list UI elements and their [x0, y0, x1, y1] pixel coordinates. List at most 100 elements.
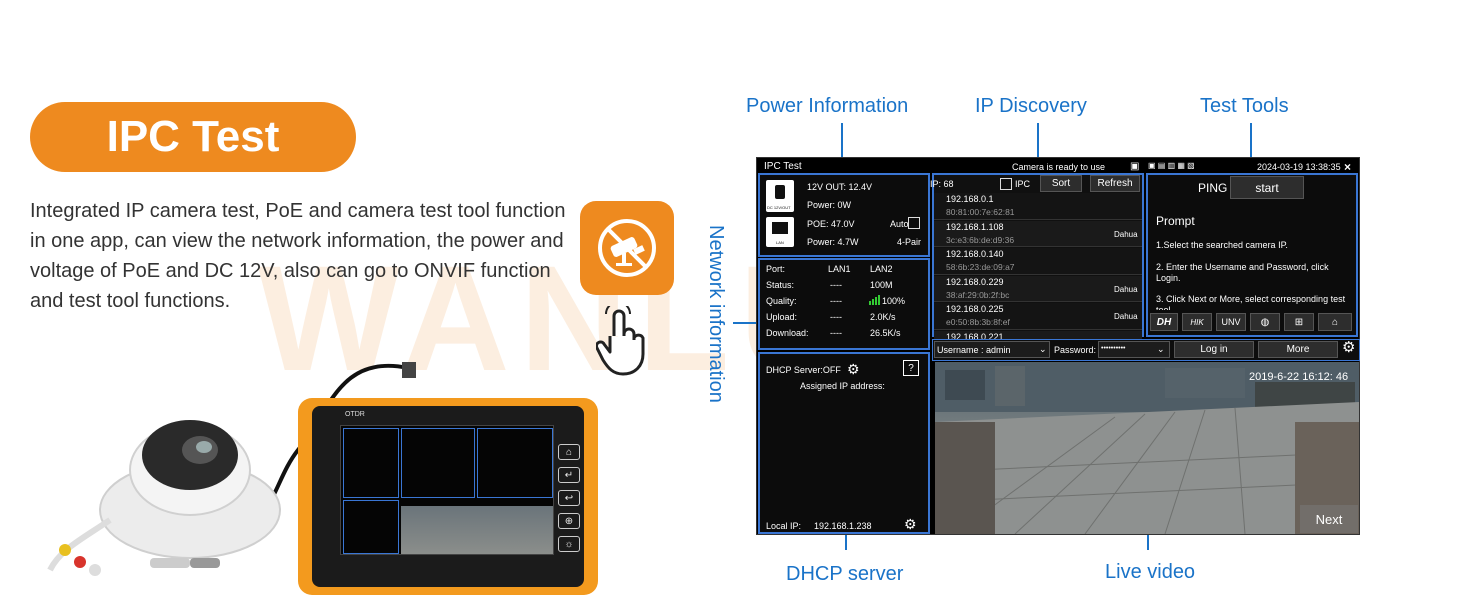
status-bar-icons: ▣ ▤ ▥ ▦ ▧ [1148, 161, 1195, 170]
onvif-tool-button[interactable]: ◍ [1250, 313, 1280, 331]
refresh-button[interactable]: Refresh [1090, 175, 1140, 192]
login-button[interactable]: Log in [1174, 341, 1254, 358]
globe-icon: ◍ [1260, 316, 1270, 328]
lan2-quality: 100% [882, 296, 906, 306]
device-screen-preview [340, 425, 554, 555]
status-bar-datetime: 2024-03-19 13:38:35 [1257, 162, 1341, 172]
lan-port-icon [766, 217, 794, 247]
dc-icon-label: DC 12V/OUT [767, 205, 791, 210]
lan2-upload: 2.0K/s [870, 312, 896, 322]
device-back-button[interactable]: ↩ [558, 490, 580, 506]
auto-checkbox[interactable] [908, 217, 920, 229]
more-button[interactable]: More [1258, 341, 1338, 358]
password-value: •••••••••• [1101, 345, 1126, 352]
network-topology-icon: ⊞ [1294, 316, 1304, 328]
download-label: Download: [766, 328, 809, 338]
mac-address: 3c:e3:6b:de:d9:36 [946, 234, 1015, 245]
lan1-upload: ---- [830, 312, 842, 322]
dc-output-icon [766, 180, 794, 212]
page-title: IPC Test [30, 102, 356, 172]
mac-address: e0:50:8b:3b:8f:ef [946, 317, 1010, 327]
login-settings-gear-icon[interactable]: ⚙ [1342, 339, 1356, 356]
ping-start-button[interactable]: start [1230, 176, 1304, 199]
mac-address: 38:af:29:0b:2f:bc [946, 289, 1010, 300]
label-live-video: Live video [1105, 561, 1196, 583]
ipc-test-app-icon[interactable] [580, 201, 674, 295]
network-tool-button[interactable]: ⊞ [1284, 313, 1314, 331]
local-ip-settings-gear-icon[interactable]: ⚙ [904, 516, 917, 532]
signal-bars-icon [869, 295, 881, 305]
video-timestamp: 2019-6-22 16:12: 46 [1249, 371, 1349, 383]
live-video-feed[interactable] [935, 362, 1359, 534]
camera-tool-button[interactable]: ⌂ [1318, 313, 1352, 331]
camera-brand: Dahua [1114, 229, 1138, 239]
prompt-step-1: 1.Select the searched camera IP. [1156, 240, 1288, 250]
connector-line [845, 532, 847, 550]
sd-card-icon: ▣ [1130, 161, 1140, 172]
ipc-filter-checkbox[interactable] [1000, 178, 1012, 190]
local-ip-value: 192.168.1.238 [814, 521, 872, 531]
username-value: Username : admin [937, 345, 1011, 355]
dahua-tool-button[interactable]: DH [1150, 313, 1178, 331]
dhcp-server-status: DHCP Server:OFF [766, 365, 841, 375]
quality-label: Quality: [766, 296, 797, 306]
close-icon[interactable]: × [1344, 160, 1352, 174]
lan1-status: ---- [830, 280, 842, 290]
lan1-download: ---- [830, 328, 842, 338]
help-button[interactable]: ? [903, 360, 919, 376]
ipc-title: IPC Test [764, 161, 802, 172]
device-home-button[interactable]: ⌂ [558, 444, 580, 460]
camera-ready-status: Camera is ready to use [1012, 162, 1106, 172]
connector-line [733, 322, 761, 324]
lan2-download: 26.5K/s [870, 328, 901, 338]
username-field[interactable]: Username : admin ⌄ [934, 341, 1050, 358]
label-ip-discovery: IP Discovery [975, 95, 1087, 117]
camera-icon: ⌂ [1331, 316, 1339, 328]
sort-button[interactable]: Sort [1040, 175, 1082, 192]
label-test-tools: Test Tools [1200, 95, 1289, 117]
ping-label: PING [1198, 181, 1228, 195]
dome-camera-image [47, 420, 281, 576]
lan-icon-label: LAN [776, 240, 784, 245]
uniview-tool-button[interactable]: UNV [1216, 313, 1246, 331]
label-network-information: Network information [705, 225, 727, 403]
ip-list-item[interactable]: 192.168.0.225 e0:50:8b:3b:8f:ef Dahua [934, 303, 1142, 330]
mac-address: 80:81:00:7e:62:81 [946, 207, 1015, 217]
password-label: Password: [1054, 345, 1097, 355]
device-enter-button[interactable]: ↵ [558, 467, 580, 483]
next-button[interactable]: Next [1300, 505, 1358, 533]
assigned-ip-label: Assigned IP address: [800, 381, 885, 391]
status-label: Status: [766, 280, 795, 290]
camera-brand: Dahua [1114, 312, 1138, 321]
feature-description: Integrated IP camera test, PoE and camer… [30, 200, 566, 312]
password-field[interactable]: •••••••••• ⌄ [1098, 341, 1170, 358]
ipc-filter-label: IPC [1015, 179, 1031, 189]
network-information-panel [758, 258, 930, 350]
dhcp-settings-gear-icon[interactable]: ⚙ [847, 361, 860, 377]
prompt-step-2: 2. Enter the Username and Password, clic… [1156, 262, 1329, 283]
ip-count: IP: 68 [930, 179, 954, 189]
chevron-down-icon: ⌄ [1039, 344, 1047, 354]
label-dhcp-server: DHCP server [786, 563, 904, 585]
ip-address: 192.168.0.229 [946, 276, 1004, 287]
lan1-header: LAN1 [828, 264, 851, 274]
dc-output-voltage: 12V OUT: 12.4V [807, 182, 873, 192]
ip-address: 192.168.0.225 [946, 304, 1004, 314]
upload-label: Upload: [766, 312, 798, 322]
lan2-header: LAN2 [870, 264, 893, 274]
poe-power: Power: 4.7W [807, 237, 859, 247]
dc-output-power: Power: 0W [807, 200, 852, 210]
device-zoom-button[interactable]: ⊕ [558, 513, 580, 529]
hikvision-tool-button[interactable]: HIK [1182, 313, 1212, 331]
local-ip-label: Local IP: [766, 521, 802, 531]
poe-pair: 4-Pair [897, 237, 922, 247]
device-light-button[interactable]: ☼ [558, 536, 580, 552]
connector-line [1250, 123, 1252, 185]
prompt-step-3: 3. Click Next or More, select correspond… [1156, 294, 1346, 310]
chevron-down-icon: ⌄ [1157, 344, 1165, 354]
lan1-quality: ---- [830, 296, 842, 306]
